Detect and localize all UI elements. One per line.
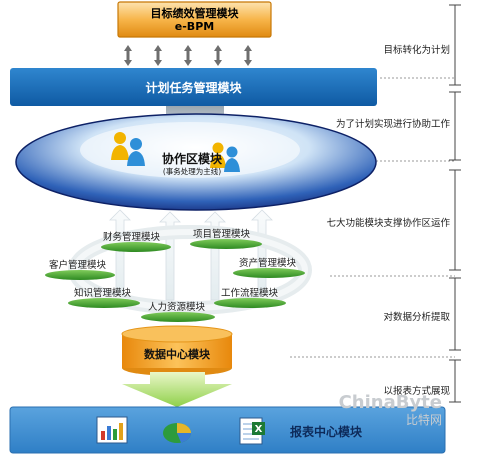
people-icon — [111, 132, 240, 172]
top-box — [117, 1, 272, 38]
svg-text:比特网: 比特网 — [406, 412, 442, 427]
module-label-finance: 财务管理模块 — [103, 232, 161, 243]
sync-arrows — [124, 45, 252, 66]
cowork-subtitle: (事务处理为主线) — [162, 167, 222, 176]
svg-text:ChinaByte: ChinaByte — [339, 392, 442, 413]
plan-bar-title: 计划任务管理模块 — [145, 81, 242, 95]
side-brackets — [449, 4, 461, 403]
module-ring-inner — [72, 229, 308, 311]
module-label-knowledge: 知识管理模块 — [74, 288, 132, 299]
cowork-title: 协作区模块 — [161, 152, 222, 166]
report-bar — [9, 406, 446, 454]
data-center-cylinder — [121, 325, 233, 376]
side-note-goal: 目标转化为计划 — [383, 45, 450, 56]
module-label-project: 项目管理模块 — [193, 229, 251, 240]
top-box-subtitle: e-BPM — [174, 20, 215, 33]
side-note-analysis: 对数据分析提取 — [383, 312, 450, 323]
side-connectors — [290, 77, 455, 358]
module-label-workflow: 工作流程模块 — [221, 288, 279, 299]
module-label-hr: 人力资源模块 — [148, 302, 206, 313]
pie-chart-icon — [163, 423, 192, 443]
plan-bar — [10, 68, 377, 106]
side-note-report: 以报表方式展现 — [383, 386, 450, 397]
bar-chart-icon — [96, 416, 128, 444]
report-bar-title: 报表中心模块 — [290, 425, 363, 439]
module-label-asset: 资产管理模块 — [239, 258, 297, 269]
data-center-title: 数据中心模块 — [144, 348, 210, 361]
side-note-modules: 七大功能模块支撑协作区运作 — [326, 218, 450, 229]
spreadsheet-icon: X — [239, 417, 265, 445]
watermark: ChinaByte 比特网 — [339, 392, 442, 427]
top-box-title: 目标绩效管理模块 — [150, 7, 239, 20]
side-note-cowork: 为了计划实现进行协助工作 — [335, 119, 450, 130]
module-discs — [45, 239, 305, 322]
svg-text:X: X — [255, 424, 263, 435]
module-label-customer: 客户管理模块 — [49, 260, 107, 271]
report-down-arrow — [122, 372, 232, 407]
